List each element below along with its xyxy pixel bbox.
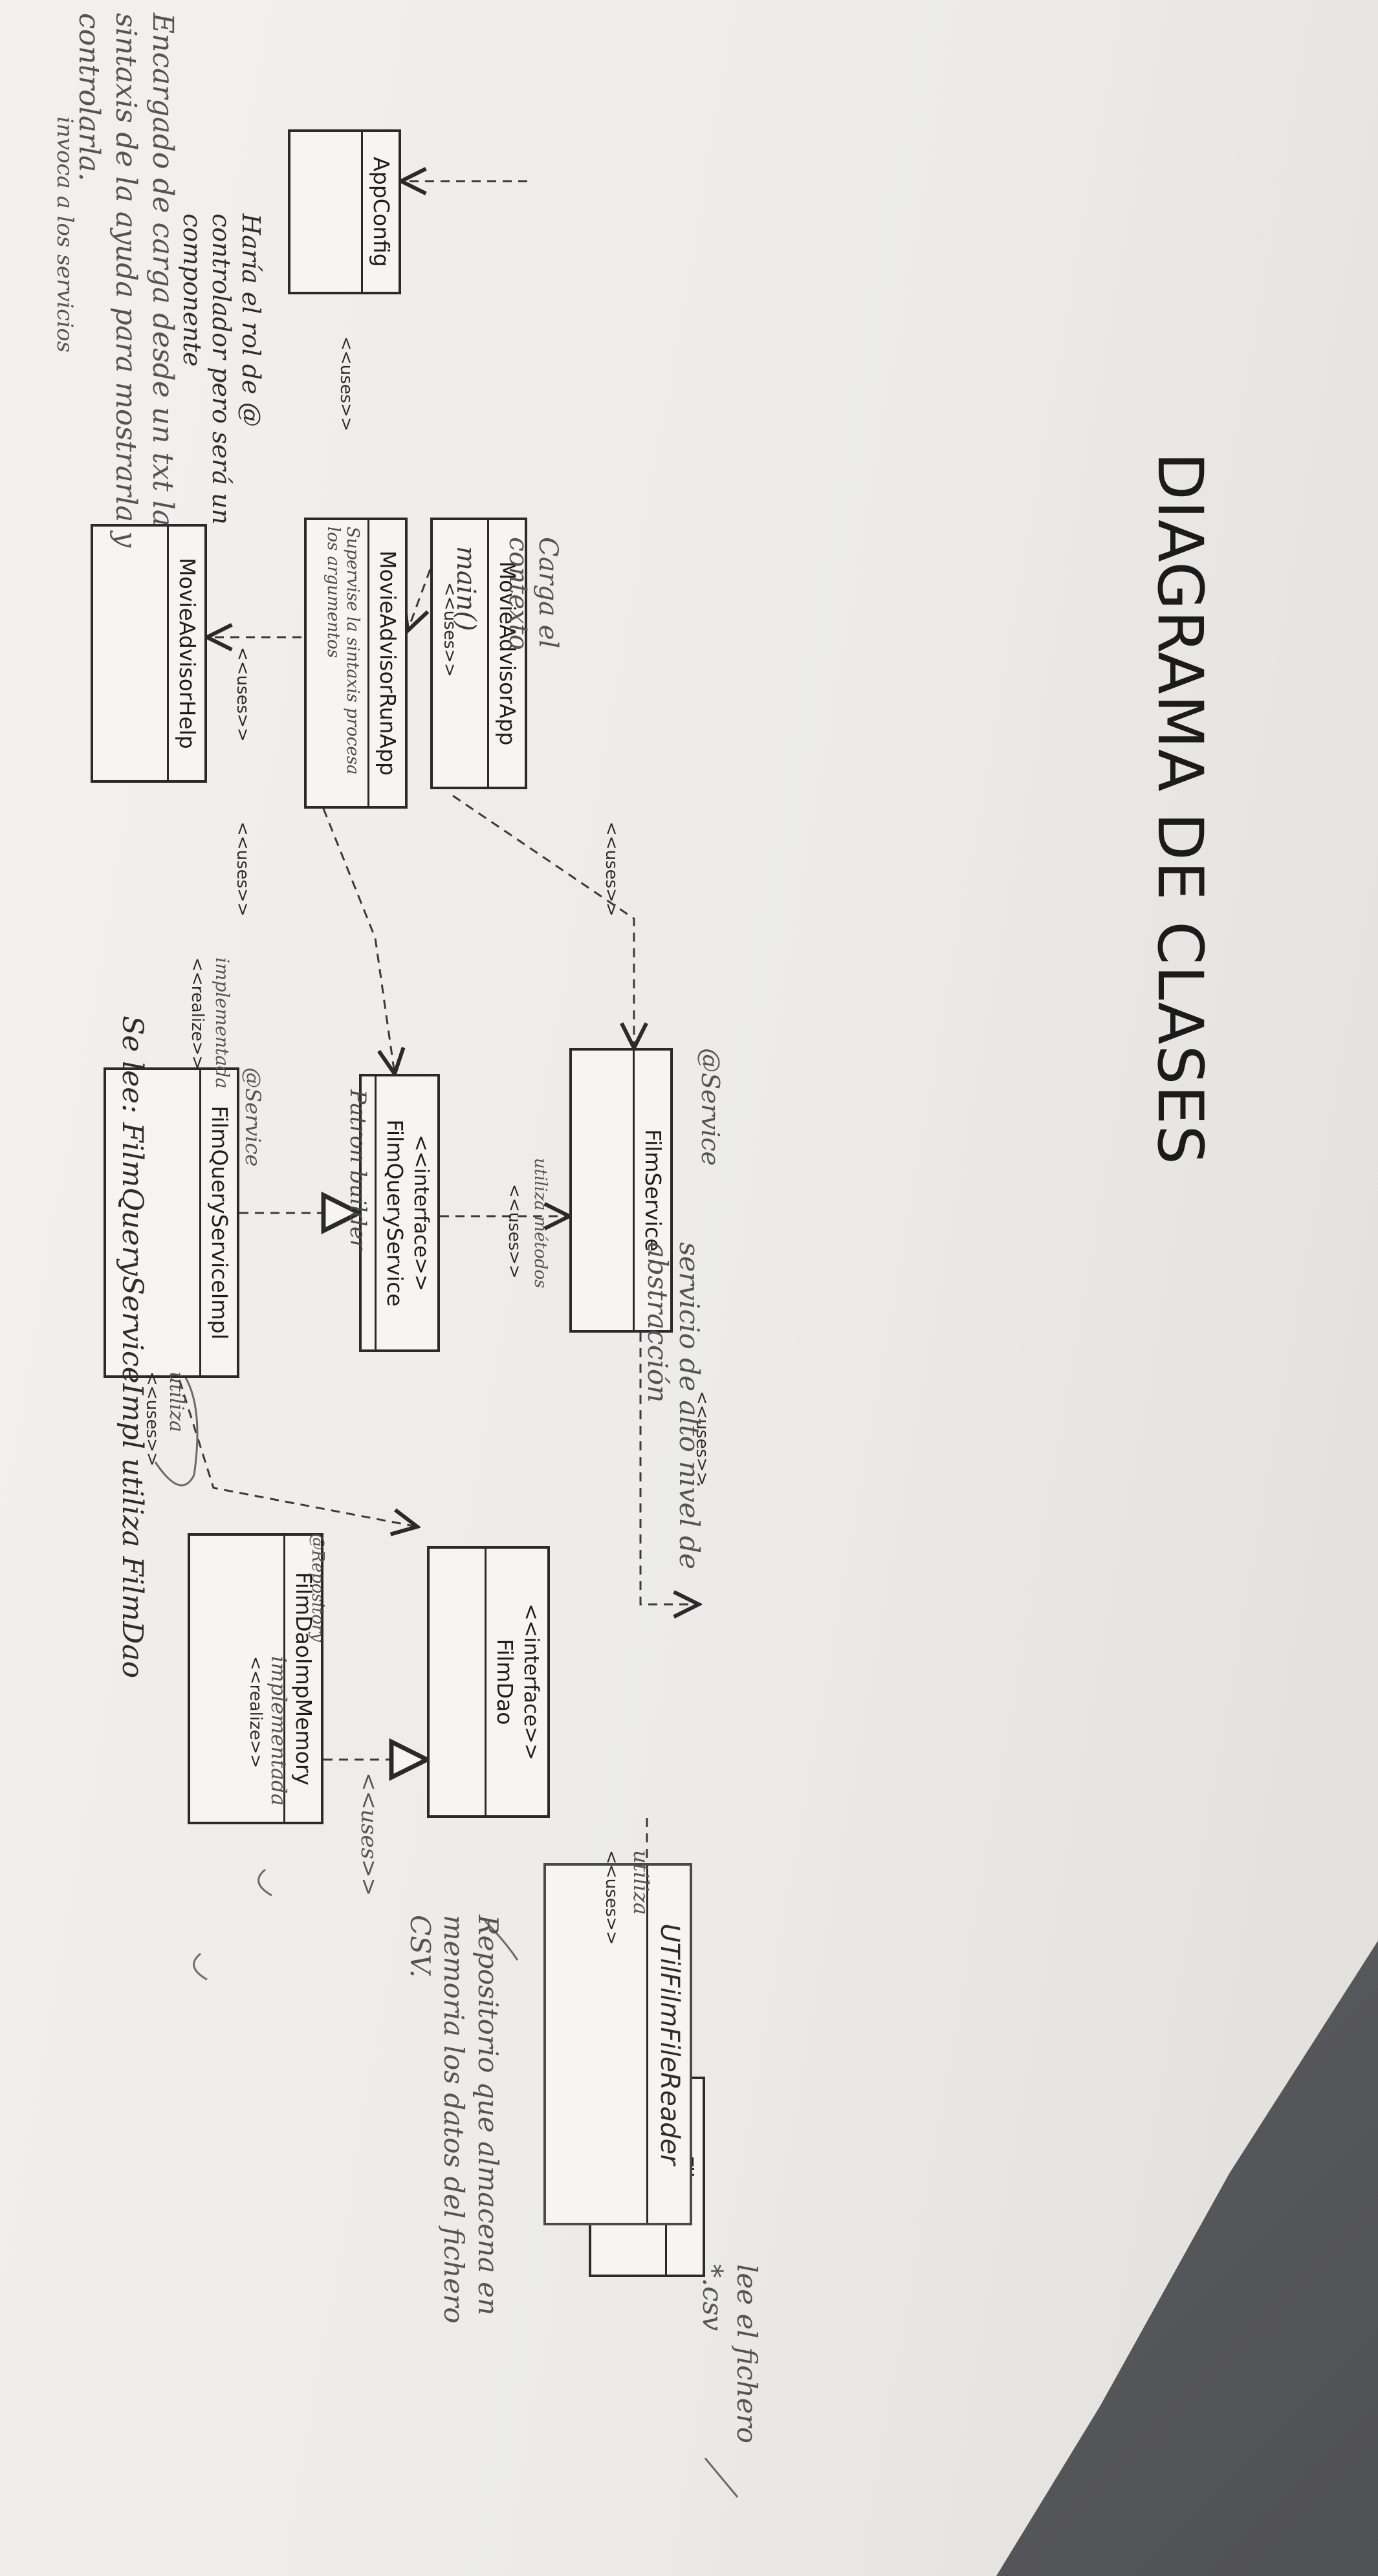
class-movieadvisorhelp: MovieAdvisorHelp [91,524,207,783]
label-uses-fqs-filmservice: <<uses>> [505,1184,524,1279]
note-se-lee: Se lee: FilmQueryServiceImpl utiliza Fil… [116,1016,149,1679]
note-carga-contexto: Carga el contexto [503,537,563,650]
label-uses-appconfig: <<uses>> [336,336,356,431]
page-title: DIAGRAMA DE CLASES [1144,452,1216,1166]
class-header: <<interface>> FilmQueryService [375,1076,437,1349]
class-name: MovieAdvisorHelp [166,527,204,780]
note-utiliza-metodos: utiliza métodos [530,1158,550,1289]
class-note: Patron builder [345,1089,371,1250]
label-uses-filmservice: <<uses>> [602,822,621,917]
label-realize-dao: <<realize>> [246,1656,265,1769]
note-implementada-fqs: implementada [212,957,233,1089]
class-filmdao: <<interface>> FilmDao [427,1546,550,1818]
note-repositorio: Repositorio que almacena en memoria los … [404,1915,504,2324]
class-body [96,527,167,780]
label-uses-fqs: <<uses>> [233,822,252,917]
hand-arrow-repository [484,1920,519,1961]
label-uses-runapp: <<uses>> [440,582,459,677]
hand-check-3 [193,1952,208,1981]
line-runapp-fqs [322,808,395,1074]
note-repository: @Repository [308,1533,327,1643]
stereotype: <<interface>> [519,1603,543,1761]
class-body [574,1051,633,1330]
note-service-impl: @Service [241,1067,265,1167]
note-servicio-alto-nivel: servicio de alto nivel de abstracción [642,1242,705,1569]
class-note: Supervise la sintaxis procesa los argume… [323,527,362,775]
line-app-filmservice [452,794,634,1048]
class-name: FilmDao [492,1639,518,1725]
class-body [543,1866,646,2223]
note-implementada-dao: implementada [267,1656,291,1806]
label-uses-help: <<uses>> [233,647,252,742]
class-name: MovieAdvisorRunApp [367,520,405,806]
class-name: FilmQueryService [382,1119,408,1307]
class-movieadvisorrunapp: MovieAdvisorRunApp Supervise la sintaxis… [304,518,408,809]
class-name: UTilFilmFileReader [646,1866,690,2223]
line-filmservice-filmdao [639,1333,699,1604]
note-utiliza-film: utiliza [629,1850,653,1916]
class-name: AppConfig [360,132,399,292]
class-body [433,1549,485,1815]
note-uses-reader: <<uses>> [356,1773,382,1896]
note-controlador: Haría el rol de @ controlador pero será … [177,213,265,525]
class-filmqueryservice: <<interface>> FilmQueryService Patron bu… [345,1074,440,1352]
note-lee-fichero: lee el fichero *.csv [697,2264,763,2443]
hand-check-2 [257,1868,272,1897]
note-utiliza-impl: utiliza [165,1371,188,1432]
class-body [290,132,361,292]
hand-arrow-reader [704,2458,739,2498]
note-encargado: Encargado de carga desde un txt la sinta… [72,13,179,548]
label-realize-impl: <<realize>> [188,957,207,1070]
label-uses-film: <<uses>> [602,1850,621,1945]
line-app-runapp [408,569,432,631]
class-appconfig: AppConfig [288,129,401,294]
line-impl-filmdao [173,1364,417,1527]
class-header: <<interface>> FilmDao [485,1549,547,1815]
note-service-filmservice: @Service [696,1048,725,1166]
stereotype: <<interface>> [410,1134,433,1292]
class-name: FilmQueryServiceImpl [199,1070,237,1375]
